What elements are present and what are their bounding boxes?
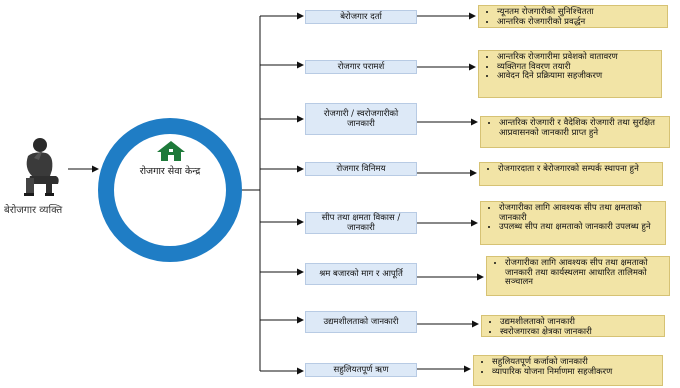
detail-box: न्यूनतम रोजगारीको सुनिश्चितता आन्तरिक रो… [478,5,668,28]
service-label: सहुलियतपूर्ण ऋण [333,365,389,375]
detail-item: उपलब्ध सीप तथा क्षमताको जानकारी उपलब्ध ह… [499,222,659,233]
person-label: बेरोजगार व्यक्ति [4,205,63,216]
service-box-skill-development: सीप तथा क्षमता विकास / जानकारी [305,212,417,234]
house-icon [156,140,186,162]
service-box-entrepreneurship: उद्यमशीलताको जानकारी [305,311,417,333]
service-box-labor-market: श्रम बजारको माग र आपूर्ति [305,263,417,285]
service-box-employment-info: रोजगारी / स्वरोजगारीको जानकारी [305,103,417,135]
detail-item: आवेदन दिने प्रक्रियामा सहजीकरण [497,71,655,82]
service-label: बेरोजगार दर्ता [340,12,382,22]
detail-box: रोजगारदाता र बेरोजगारको सम्पर्क स्थापना … [479,162,663,186]
detail-item: स्वरोजगारका क्षेत्रका जानकारी [500,327,658,338]
center-label: रोजगार सेवा केन्द्र [139,166,201,177]
service-box-concessional-loan: सहुलियतपूर्ण ऋण [305,363,417,377]
detail-box: रोजगारीका लागि आवश्यक सीप तथा क्षमताको ज… [480,201,666,245]
detail-item: रोजगारदाता र बेरोजगारको सम्पर्क स्थापना … [498,164,656,175]
service-box-registration: बेरोजगार दर्ता [305,10,417,24]
service-label: उद्यमशीलताको जानकारी [323,317,399,327]
detail-item: व्यापारिक योजना निर्माणमा सहजीकरण [492,367,656,378]
detail-item: सहुलियतपूर्ण कर्जाको जानकारी [492,357,656,368]
service-label: रोजगार विनिमय [336,164,386,174]
service-label: रोजगारी / स्वरोजगारीको जानकारी [323,109,399,129]
detail-box: आन्तरिक रोजगारी र वैदेशिक रोजगारी तथा सु… [480,116,670,148]
service-label: सीप तथा क्षमता विकास / जानकारी [321,213,401,233]
service-box-exchange: रोजगार विनिमय [305,162,417,176]
detail-box: उद्यमशीलताको जानकारी स्वरोजगारका क्षेत्र… [481,315,665,337]
detail-box: रोजगारीका लागि आवश्यक सीप तथा क्षमताको ज… [486,256,670,296]
detail-box: सहुलियतपूर्ण कर्जाको जानकारी व्यापारिक य… [473,355,663,386]
service-box-counseling: रोजगार परामर्श [305,60,417,74]
detail-item: उद्यमशीलताको जानकारी [500,317,658,328]
detail-item: आन्तरिक रोजगारीमा प्रवेशको वातावरण [497,52,655,63]
person-figure [12,136,66,198]
detail-item: रोजगारीका लागि आवश्यक सीप तथा क्षमताको ज… [505,258,663,288]
service-label: श्रम बजारको माग र आपूर्ति [319,269,403,279]
detail-item: आन्तरिक रोजगारीको प्रवर्द्धन [497,17,661,28]
worried-seated-man-icon [24,138,59,196]
detail-item: आन्तरिक रोजगारी र वैदेशिक रोजगारी तथा सु… [499,118,663,138]
service-label: रोजगार परामर्श [337,62,385,72]
detail-item: रोजगारीका लागि आवश्यक सीप तथा क्षमताको ज… [499,203,659,223]
detail-item: व्यक्तिगत विवरण तयारी [497,62,655,73]
detail-item: न्यूनतम रोजगारीको सुनिश्चितता [497,7,661,18]
detail-box: आन्तरिक रोजगारीमा प्रवेशको वातावरण व्यक्… [478,50,662,98]
